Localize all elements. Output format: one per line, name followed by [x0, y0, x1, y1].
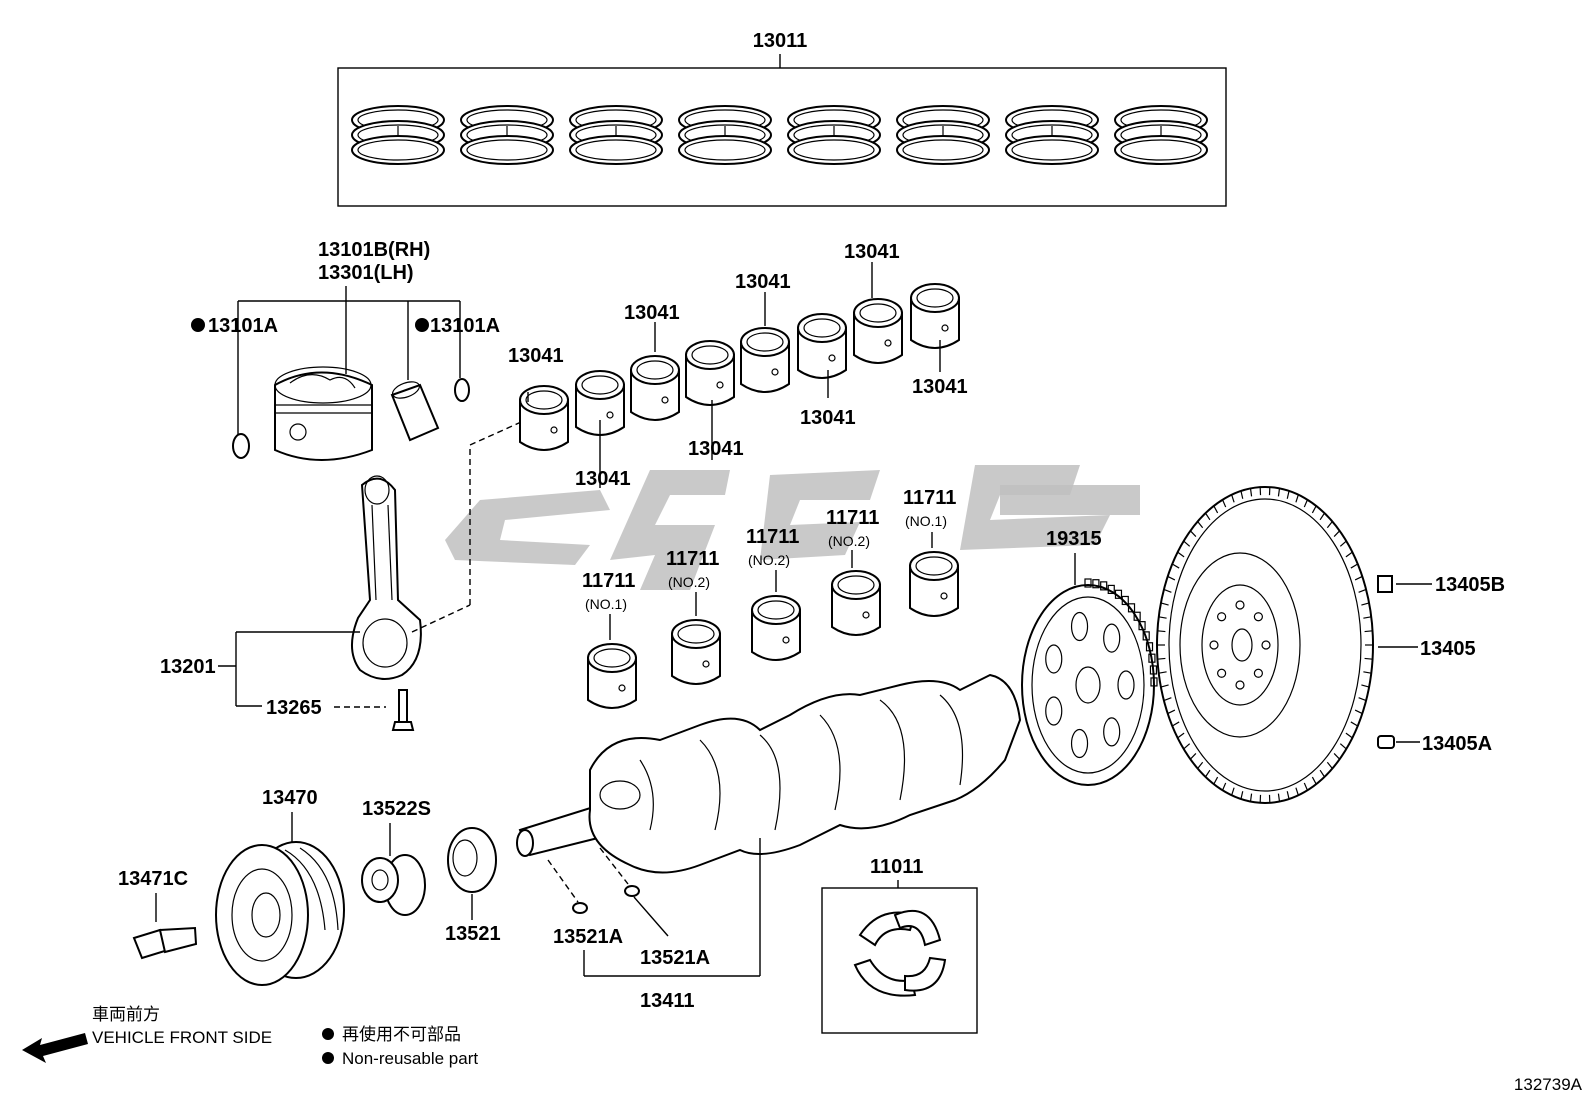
- piston-ring-icon: [460, 105, 554, 165]
- label-no2-b: (NO.2): [668, 574, 710, 590]
- label-no2-d: (NO.2): [828, 533, 870, 549]
- non-reusable-dot-icon: [322, 1028, 334, 1040]
- conn-rod-bolt[interactable]: 13265: [266, 689, 415, 731]
- non-reusable-dot-icon: [415, 318, 429, 332]
- crank-gear[interactable]: 13522S: [361, 798, 431, 916]
- label-13522S: 13522S: [362, 798, 431, 820]
- label-19315: 19315: [1046, 528, 1102, 550]
- flywheel-pin[interactable]: 13405A: [1377, 733, 1492, 755]
- pulley-bolt[interactable]: 13471C: [118, 868, 198, 960]
- conn-rod-bearing-icon: [685, 340, 735, 406]
- label-13405B: 13405B: [1435, 574, 1505, 596]
- thrust-washer-set[interactable]: 11011: [821, 856, 978, 1034]
- piston-ring-icon: [1005, 105, 1099, 165]
- piston-ring-icon: [351, 105, 445, 165]
- label-13470: 13470: [262, 787, 318, 809]
- piston-ring-set[interactable]: 13011: [337, 30, 1227, 207]
- label-13041-c: 13041: [624, 302, 680, 324]
- non-reusable-dot-icon: [191, 318, 205, 332]
- label-11011: 11011: [870, 856, 923, 878]
- crank-pulley[interactable]: 13470: [215, 787, 345, 986]
- label-no1-e: (NO.1): [905, 513, 947, 529]
- main-bearing-icon: [751, 595, 801, 661]
- label-13041-b: 13041: [575, 468, 631, 490]
- piston-pin-clip[interactable]: [454, 378, 470, 402]
- piston-ring-icon: [896, 105, 990, 165]
- label-13011: 13011: [753, 30, 808, 52]
- flywheel-bolt[interactable]: 13405B: [1377, 574, 1505, 596]
- conn-rod-bearing-icon: [740, 327, 790, 393]
- flywheel[interactable]: 13405: [1156, 486, 1476, 804]
- label-13041-g: 13041: [844, 241, 900, 263]
- label-13041-e: 13041: [735, 271, 791, 293]
- piston-pin-clip[interactable]: [232, 433, 250, 459]
- crankshaft[interactable]: 13411: [516, 673, 1022, 1012]
- illustration-code: 132739A: [1514, 1075, 1583, 1094]
- non-reusable-en: Non-reusable part: [342, 1049, 478, 1068]
- label-11711-b: 11711: [666, 548, 719, 570]
- label-13101A-left: 13101A: [208, 315, 278, 337]
- conn-rod-bearing-icon: [630, 355, 680, 421]
- piston-ring-icon: [1114, 105, 1208, 165]
- label-11711-a: 11711: [582, 570, 635, 592]
- label-11711-e: 11711: [903, 487, 956, 509]
- crank-keys[interactable]: 13521A 13521A: [547, 847, 710, 969]
- label-13041-a: 13041: [508, 345, 564, 367]
- label-13521A-b: 13521A: [640, 947, 710, 969]
- piston[interactable]: [274, 371, 373, 461]
- main-bearing-icon: [587, 643, 637, 709]
- conn-rod-bearing-icon: [910, 283, 960, 349]
- conn-rod-bearing-icon: [853, 298, 903, 364]
- label-13405: 13405: [1420, 638, 1476, 660]
- non-reusable-dot-icon: [322, 1052, 334, 1064]
- brand-watermark: [445, 465, 1140, 590]
- label-13521: 13521: [445, 923, 501, 945]
- non-reusable-jp: 再使用不可部品: [342, 1024, 461, 1044]
- label-no2-c: (NO.2): [748, 552, 790, 568]
- label-13041-d: 13041: [688, 438, 744, 460]
- label-13041-h: 13041: [912, 376, 968, 398]
- main-bearing-icon: [831, 570, 881, 636]
- conn-rod-bearings[interactable]: 13041 13041 13041 13041 13041 13041 1304…: [508, 241, 968, 490]
- legend: 車両前方 VEHICLE FRONT SIDE 再使用不可部品 Non-reus…: [22, 1005, 478, 1068]
- conn-rod-bearing-icon: [797, 313, 847, 379]
- vehicle-front-en: VEHICLE FRONT SIDE: [92, 1028, 272, 1047]
- label-13521A-a: 13521A: [553, 926, 623, 948]
- label-13411: 13411: [640, 990, 695, 1012]
- conn-rod-bearing-icon: [575, 370, 625, 436]
- main-bearing-icon: [909, 551, 959, 617]
- piston-assembly[interactable]: 13101B(RH) 13301(LH) 13101A 13101A: [191, 239, 500, 461]
- label-13471C: 13471C: [118, 868, 188, 890]
- conn-rod-bearing-icon: [519, 385, 569, 451]
- crank-sprocket[interactable]: 13521: [445, 827, 501, 945]
- label-piston-rh: 13101B(RH): [318, 239, 430, 261]
- piston-ring-icon: [678, 105, 772, 165]
- piston-ring-icon: [787, 105, 881, 165]
- label-piston-lh: 13301(LH): [318, 262, 414, 284]
- main-bearings[interactable]: 11711 (NO.1) 11711 (NO.2) 11711 (NO.2) 1…: [582, 487, 959, 709]
- label-13101A-right: 13101A: [430, 315, 500, 337]
- arrow-left-icon: [22, 1033, 88, 1063]
- vehicle-front-jp: 車両前方: [92, 1005, 160, 1024]
- label-13405A: 13405A: [1422, 733, 1492, 755]
- main-bearing-icon: [671, 619, 721, 685]
- connecting-rod[interactable]: 13201: [160, 417, 531, 707]
- label-11711-d: 11711: [826, 507, 879, 529]
- label-13041-f: 13041: [800, 407, 856, 429]
- label-no1-a: (NO.1): [585, 596, 627, 612]
- piston-ring-icon: [569, 105, 663, 165]
- label-13265: 13265: [266, 697, 322, 719]
- piston-pin[interactable]: [390, 383, 440, 442]
- label-13201: 13201: [160, 656, 216, 678]
- timing-rotor[interactable]: 19315: [1021, 528, 1158, 786]
- label-11711-c: 11711: [746, 526, 799, 548]
